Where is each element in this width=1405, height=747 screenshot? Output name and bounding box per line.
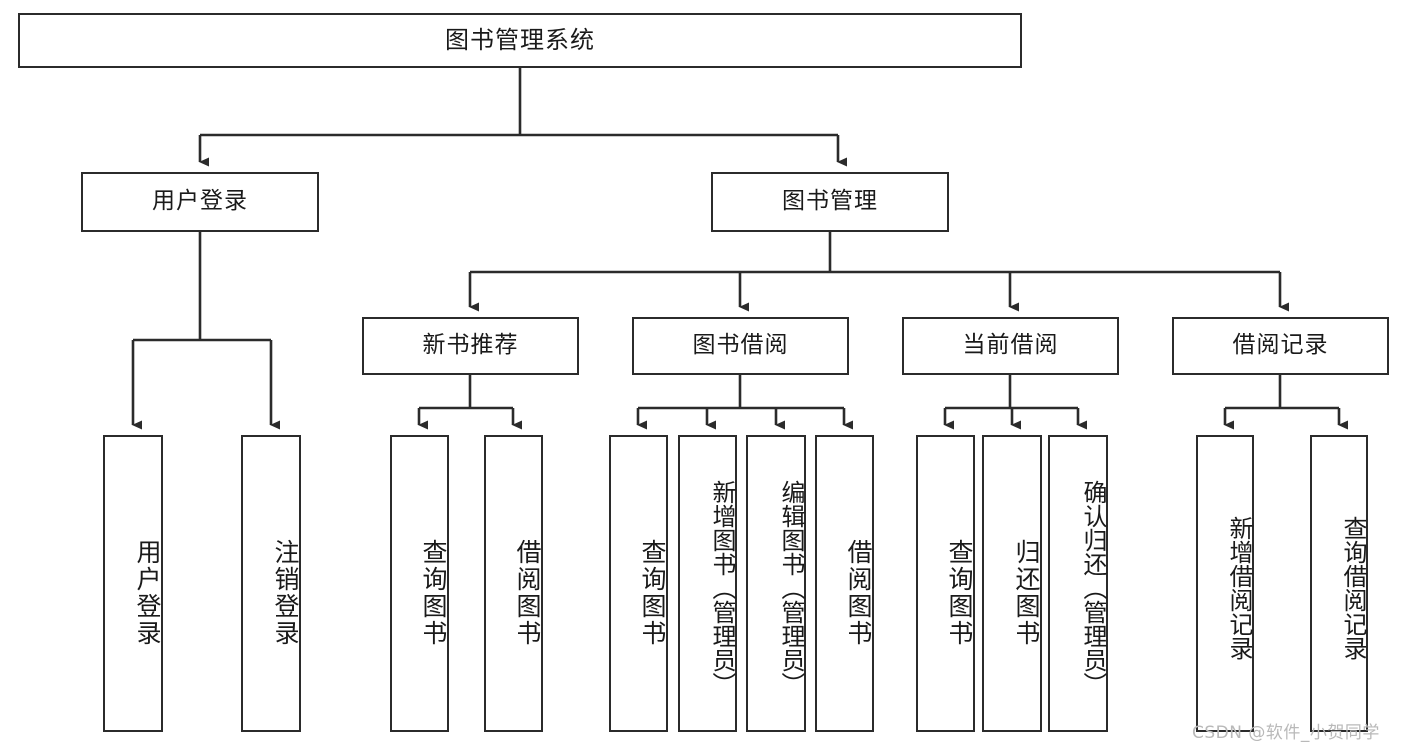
node-new-book-recommend[interactable]: 新书推荐 [362, 317, 579, 375]
node-book-borrow[interactable]: 图书借阅 [632, 317, 849, 375]
node-leaf-edit-book[interactable]: 编辑图书（管理员） [746, 435, 806, 732]
node-leaf-user-logout[interactable]: 注销登录 [241, 435, 301, 732]
node-leaf-user-login[interactable]: 用户登录 [103, 435, 163, 732]
node-user-login[interactable]: 用户登录 [81, 172, 319, 232]
node-leaf-add-record[interactable]: 新增借阅记录 [1196, 435, 1254, 732]
node-leaf-return-book[interactable]: 归还图书 [982, 435, 1042, 732]
node-leaf-query-book-2[interactable]: 查询图书 [609, 435, 668, 732]
node-root-system[interactable]: 图书管理系统 [18, 13, 1022, 68]
node-leaf-query-record[interactable]: 查询借阅记录 [1310, 435, 1368, 732]
csdn-watermark: CSDN @软件_小贺同学 [1192, 723, 1380, 743]
node-leaf-query-book-1[interactable]: 查询图书 [390, 435, 449, 732]
node-leaf-borrow-book-1[interactable]: 借阅图书 [484, 435, 543, 732]
node-leaf-confirm-return[interactable]: 确认归还（管理员） [1048, 435, 1108, 732]
node-leaf-add-book[interactable]: 新增图书（管理员） [678, 435, 737, 732]
node-borrow-record[interactable]: 借阅记录 [1172, 317, 1389, 375]
node-current-borrow[interactable]: 当前借阅 [902, 317, 1119, 375]
node-leaf-borrow-book-2[interactable]: 借阅图书 [815, 435, 874, 732]
node-leaf-query-book-3[interactable]: 查询图书 [916, 435, 975, 732]
node-book-manage[interactable]: 图书管理 [711, 172, 949, 232]
